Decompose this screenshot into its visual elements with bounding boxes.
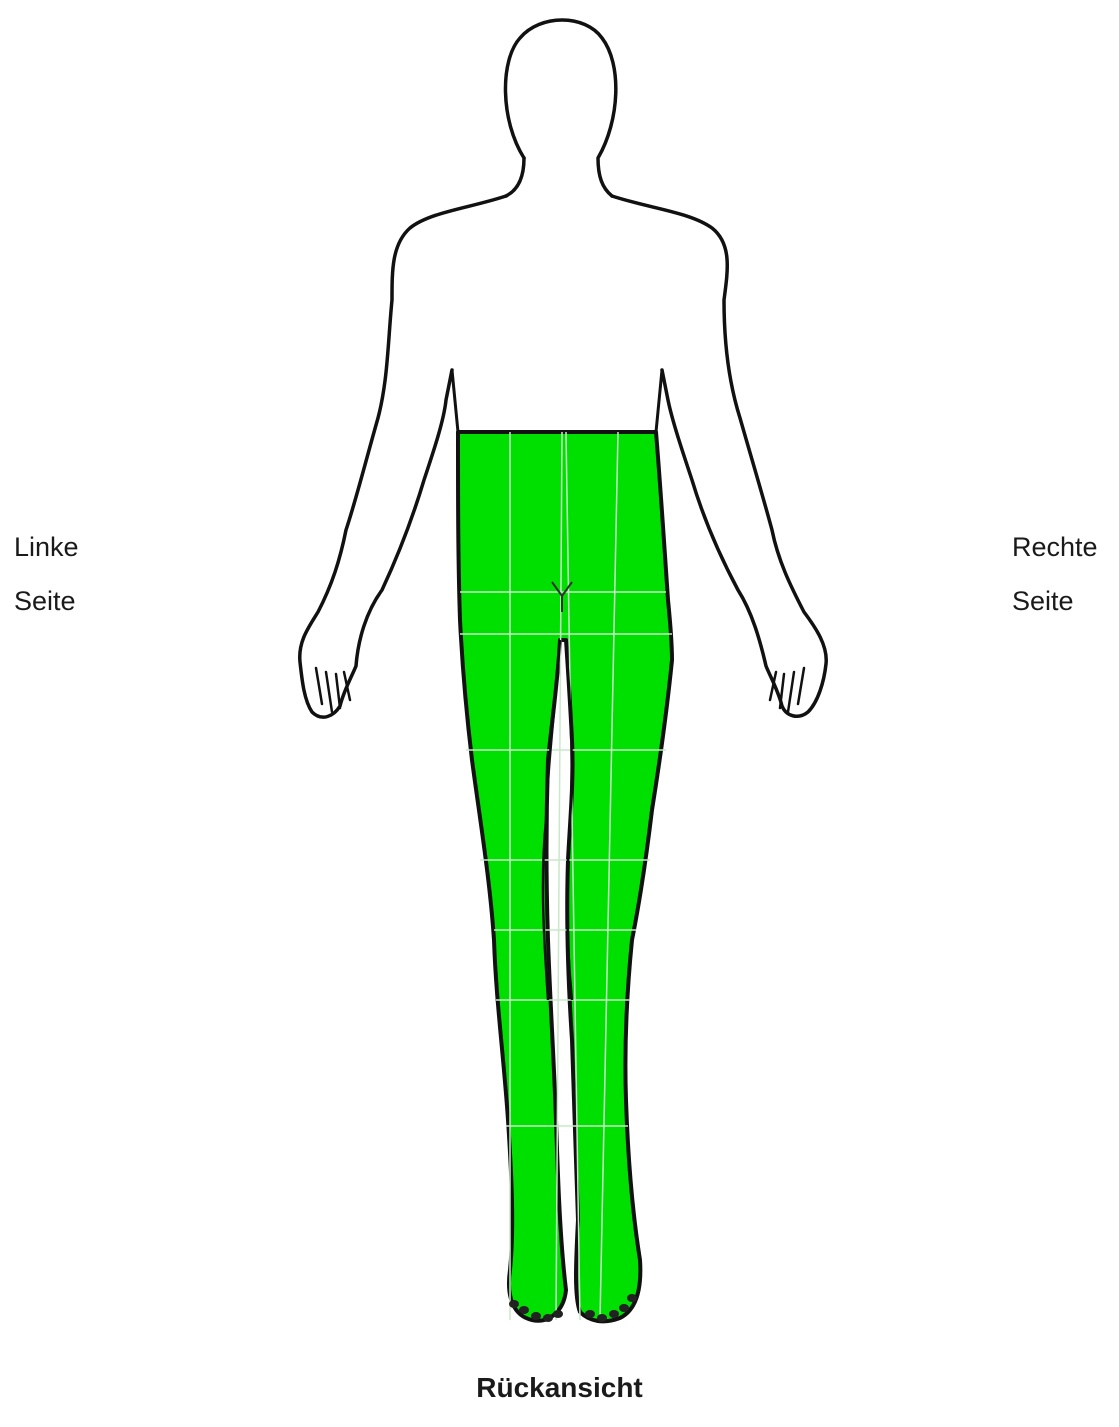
torso-left-side xyxy=(452,370,458,432)
highlighted-lower-body xyxy=(458,432,672,1322)
neck-left-outline xyxy=(506,158,524,196)
view-caption: Rückansicht xyxy=(0,1372,1119,1404)
torso-right-side xyxy=(656,370,662,432)
lower-body-fill xyxy=(458,432,672,1321)
